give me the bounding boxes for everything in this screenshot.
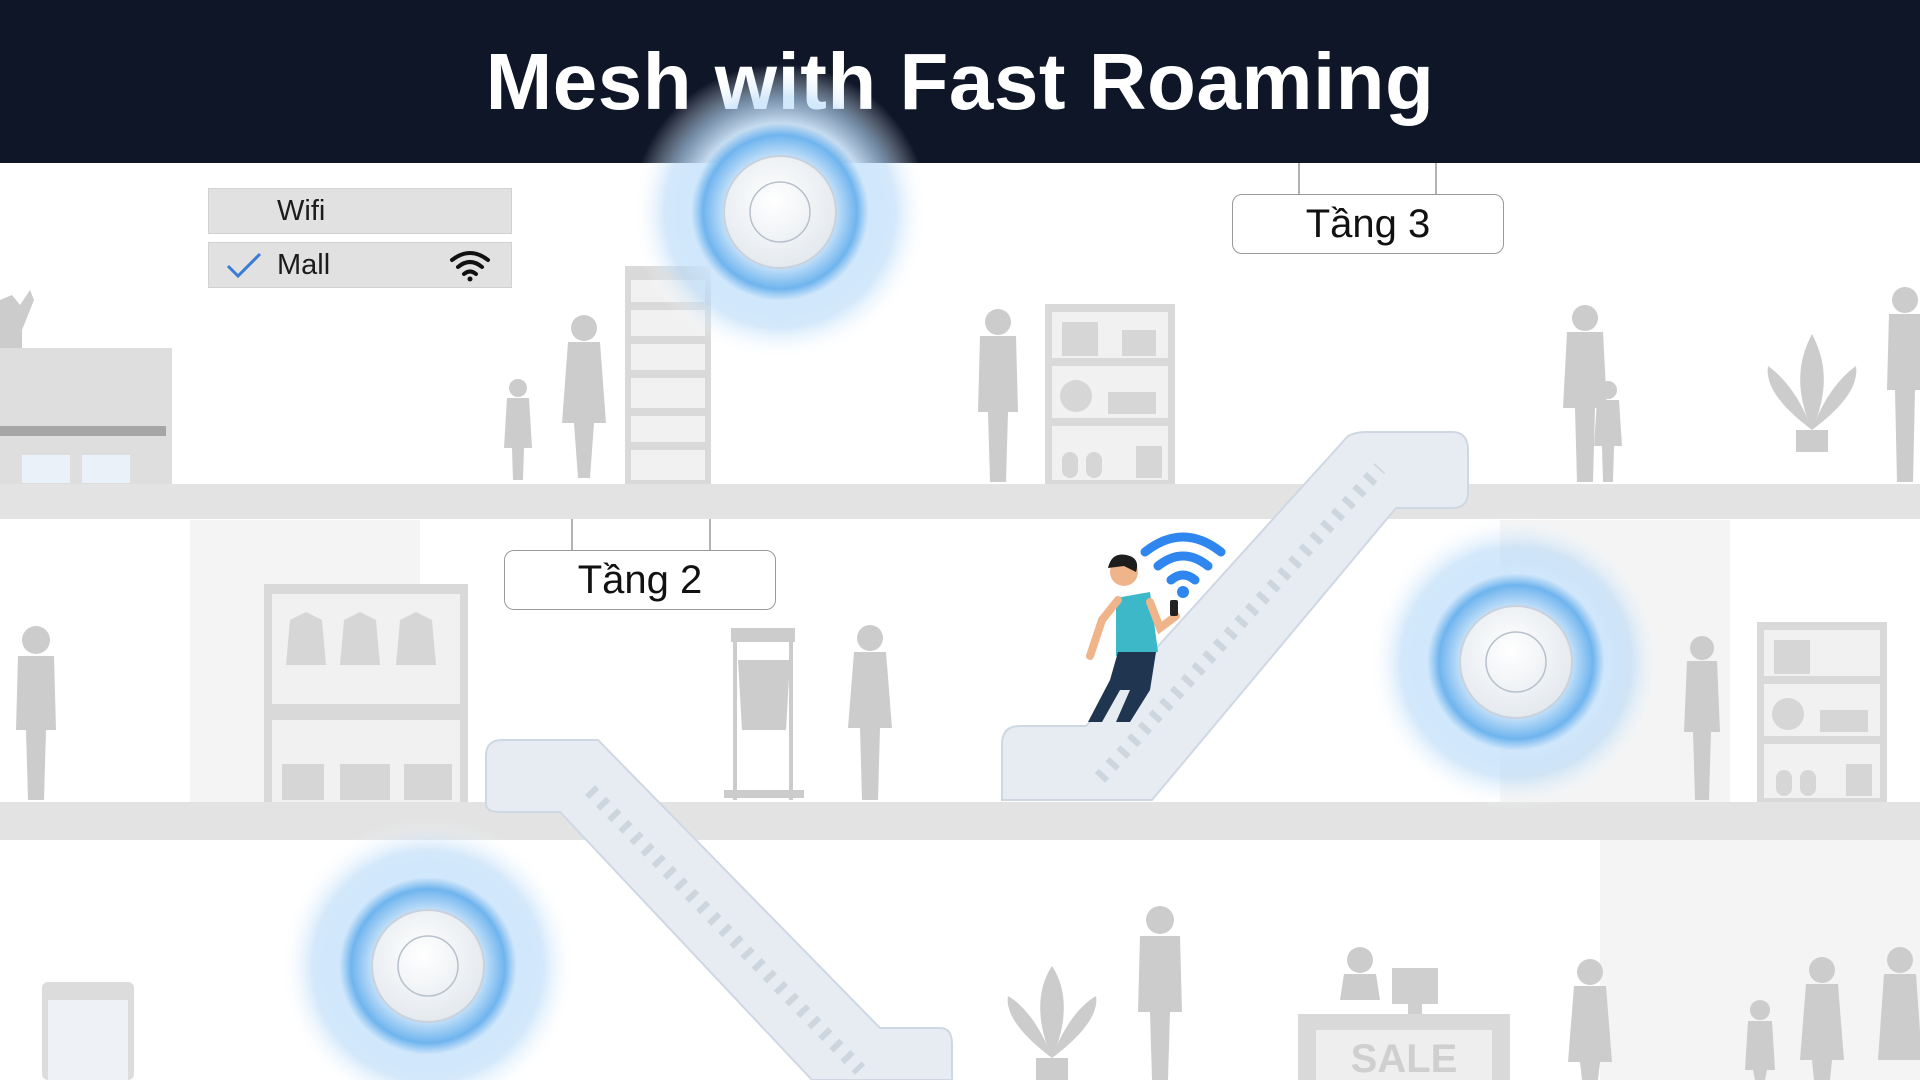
floor-sign-3: Tầng 3 (1232, 194, 1504, 254)
person-silhouette (1878, 947, 1920, 1060)
person-silhouette (978, 309, 1018, 482)
people-silhouettes (16, 287, 1920, 1080)
person-silhouette (1563, 305, 1607, 482)
sign-hangers (571, 163, 1437, 550)
wifi-network-label: Mall (277, 248, 331, 281)
floor-slab-3 (0, 484, 1920, 519)
title-banner: Mesh with Fast Roaming (0, 0, 1920, 163)
person-silhouette (1684, 636, 1720, 800)
person-silhouette (1568, 959, 1612, 1080)
wifi-panel: Wifi Mall (208, 188, 512, 288)
storefront-top-left (0, 290, 172, 484)
sale-sign: SALE (1351, 1037, 1458, 1080)
person-silhouette (1340, 947, 1380, 1000)
person-silhouette (1887, 287, 1920, 482)
shelf-top-2 (1045, 304, 1175, 484)
person-silhouette (1594, 381, 1622, 482)
access-point (280, 818, 576, 1080)
person-silhouette (1745, 1000, 1775, 1080)
wifi-signal-icon (1140, 532, 1226, 598)
storefront-window (82, 455, 130, 483)
wifi-header-row: Wifi (208, 188, 512, 234)
check-icon (225, 251, 263, 289)
person-silhouette (16, 626, 56, 800)
plant-silhouette (1007, 966, 1097, 1080)
user-figure (1086, 554, 1180, 722)
person-silhouette (1800, 957, 1844, 1080)
wifi-signal-icon (449, 249, 491, 291)
storefront-awning (0, 426, 166, 436)
storefront-window (22, 455, 70, 483)
person-silhouette (504, 379, 532, 480)
page-title: Mesh with Fast Roaming (485, 36, 1435, 126)
floor-sign-2: Tầng 2 (504, 550, 776, 610)
plant-silhouette (1767, 334, 1857, 452)
clothing-display (264, 584, 468, 802)
wifi-network-item[interactable]: Mall (208, 242, 512, 288)
shelf-mid-right (1757, 622, 1887, 802)
sale-counter: SALE (1298, 1014, 1510, 1080)
shelf-units (42, 266, 1887, 1080)
person-silhouette (1138, 906, 1182, 1080)
fridge (42, 982, 134, 1080)
person-silhouette (0, 290, 34, 348)
clothing-rack (724, 628, 804, 800)
floor-slab-2 (0, 802, 1920, 840)
phone-icon (1170, 600, 1178, 616)
access-point (1368, 514, 1664, 810)
access-point (632, 64, 928, 360)
wifi-header-label: Wifi (277, 194, 326, 227)
cash-register-silhouette (1392, 968, 1438, 1016)
escalator-lower (485, 739, 953, 1080)
person-silhouette (848, 625, 892, 800)
person-silhouette (562, 315, 606, 478)
escalator-upper (1001, 431, 1469, 801)
floor-slabs (0, 484, 1920, 840)
